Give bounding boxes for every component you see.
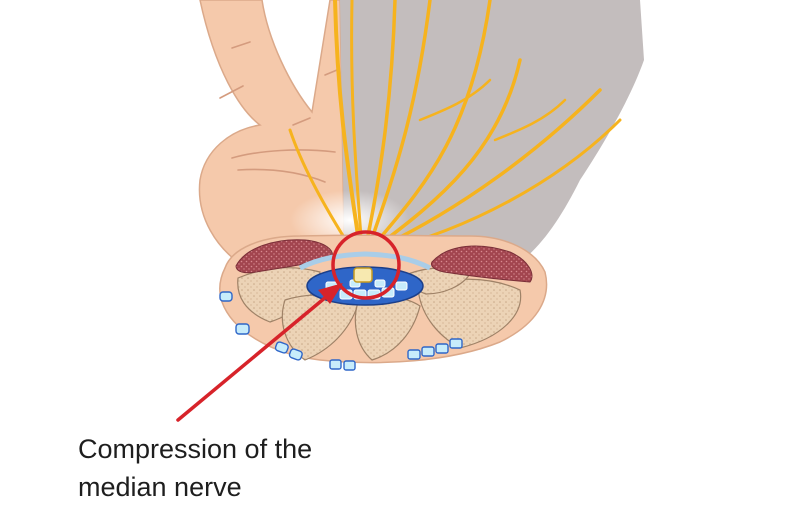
- caption-line-2: median nerve: [78, 472, 242, 502]
- caption-label: Compression of the median nerve: [78, 430, 438, 506]
- median-nerve-branches: [288, 0, 622, 254]
- median-nerve: [353, 267, 373, 283]
- peripheral-tendons: [219, 291, 463, 371]
- flexor-retinaculum: [298, 251, 432, 271]
- hypothenar-muscle: [431, 245, 533, 283]
- highlight-circle: [331, 230, 401, 300]
- pointer-arrow: [176, 283, 343, 422]
- caption-line-1: Compression of the: [78, 434, 313, 464]
- skin-creases: [219, 41, 338, 183]
- carpal-bones: [237, 267, 522, 361]
